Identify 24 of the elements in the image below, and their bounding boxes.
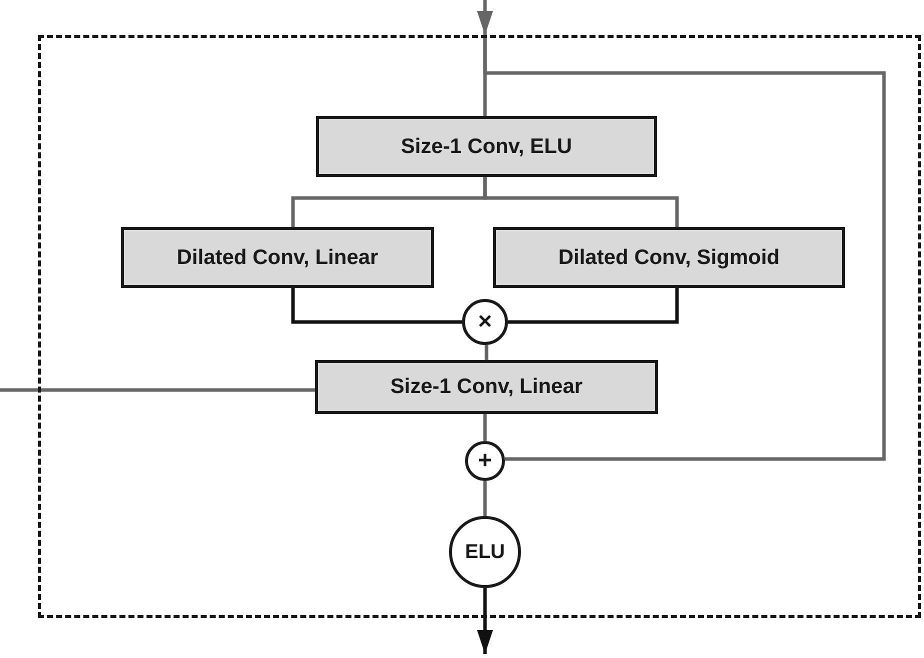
box-label: Size-1 Conv, Linear: [390, 375, 583, 399]
connector-line: [291, 288, 462, 324]
operator-label: ×: [478, 308, 492, 336]
connector-line: [0, 388, 315, 392]
process-box: [493, 227, 845, 288]
operator-circle: [465, 441, 505, 481]
connector-line: [483, 35, 886, 461]
connector-line: [483, 177, 679, 227]
operator-label: +: [478, 447, 492, 475]
dashed-block-frame: [38, 35, 921, 618]
connector-line: [508, 288, 679, 324]
process-box: [315, 360, 658, 414]
operator-circle: [462, 299, 508, 345]
connector-line: [483, 414, 487, 441]
connector-line: [484, 345, 488, 360]
process-box: [316, 116, 657, 177]
box-label: Dilated Conv, Linear: [176, 246, 378, 270]
operator-label: ELU: [465, 540, 505, 564]
box-label: Size-1 Conv, ELU: [400, 134, 572, 158]
arrow: [477, 588, 493, 654]
connector-line: [483, 481, 487, 516]
process-box: [121, 227, 434, 288]
box-label: Dilated Conv, Sigmoid: [558, 246, 780, 270]
arrow: [477, 0, 493, 35]
